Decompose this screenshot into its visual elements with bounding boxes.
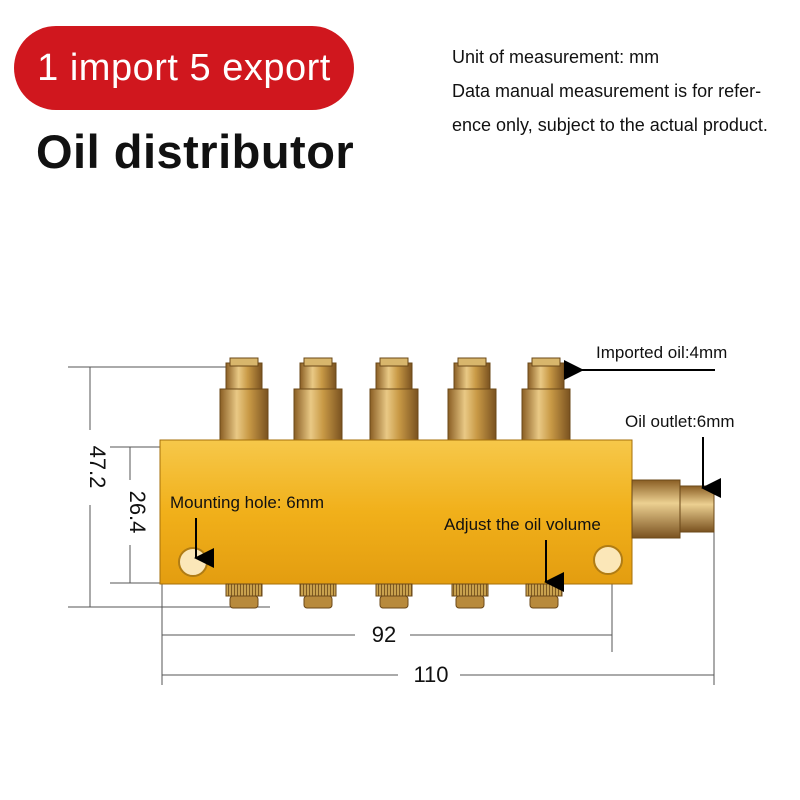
product-type-badge: 1 import 5 export <box>14 26 354 110</box>
adjusting-screws <box>225 583 563 609</box>
dimension-length-total: 110 <box>413 662 448 687</box>
badge-text: 1 import 5 export <box>37 46 331 89</box>
inlet-fitting <box>219 357 269 444</box>
disclaimer-line-1: Data manual measurement is for refer- <box>452 81 762 101</box>
disclaimer-line-2: ence only, subject to the actual product… <box>452 115 768 135</box>
outlet-fitting <box>631 479 715 539</box>
unit-note: Unit of measurement: mm <box>452 47 660 67</box>
oil-outlet-label: Oil outlet:6mm <box>625 412 735 431</box>
mounting-hole-label: Mounting hole: 6mm <box>170 493 324 512</box>
adjust-label: Adjust the oil volume <box>444 515 601 534</box>
adjusting-screw <box>451 583 489 609</box>
mounting-hole-left <box>178 547 208 577</box>
imported-oil-label: Imported oil:4mm <box>596 343 727 362</box>
measurement-notes: Unit of measurement: mm Data manual meas… <box>452 40 768 142</box>
dimension-height-total: 47.2 <box>85 446 110 489</box>
adjusting-screw <box>225 583 263 609</box>
inlet-fitting <box>369 357 419 444</box>
distributor-body <box>159 439 633 585</box>
dimension-hole-spacing: 92 <box>372 622 396 647</box>
adjusting-screw <box>375 583 413 609</box>
adjusting-screw <box>525 583 563 609</box>
inlet-fitting <box>447 357 497 444</box>
inlet-fittings <box>219 357 571 444</box>
inlet-fitting <box>521 357 571 444</box>
mounting-hole-right <box>593 545 623 575</box>
dimension-lines <box>68 366 715 685</box>
dimension-height-body: 26.4 <box>125 491 150 534</box>
adjusting-screw <box>299 583 337 609</box>
product-title: Oil distributor <box>36 125 355 178</box>
inlet-fitting <box>293 357 343 444</box>
